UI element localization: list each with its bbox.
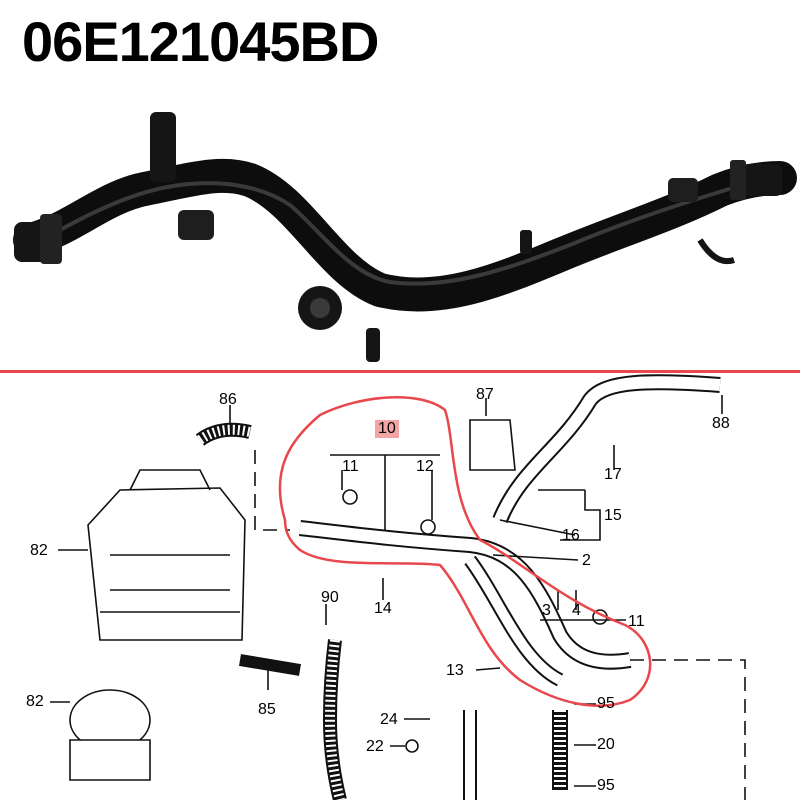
bracket-right xyxy=(668,178,698,202)
exploded-parts-diagram xyxy=(50,374,746,800)
part-number-title: 06E121045BD xyxy=(22,10,379,73)
hose-85 xyxy=(239,654,301,676)
callout-15: 15 xyxy=(604,507,622,524)
bracket-left xyxy=(178,210,214,240)
callout-95a: 95 xyxy=(597,695,615,712)
callout-85: 85 xyxy=(258,701,276,718)
callout-14: 14 xyxy=(374,600,392,617)
callout-22: 22 xyxy=(366,738,384,755)
callout-90: 90 xyxy=(321,589,339,606)
lower-spigot xyxy=(366,328,380,362)
mid-tab xyxy=(520,230,532,254)
callout-82b: 82 xyxy=(26,693,44,710)
callout-10: 10 xyxy=(375,420,399,438)
o-ring-22 xyxy=(405,739,419,753)
callout-24: 24 xyxy=(380,711,398,728)
upper-hose xyxy=(492,374,721,524)
tank-cap xyxy=(129,469,211,491)
callout-4: 4 xyxy=(572,602,581,619)
top-branch xyxy=(150,112,176,182)
callout-11b: 11 xyxy=(628,613,645,630)
callout-2: 2 xyxy=(582,552,591,569)
hook-right xyxy=(697,238,735,264)
o-ring-12 xyxy=(420,519,436,535)
expansion-tank xyxy=(87,487,246,641)
callout-88: 88 xyxy=(712,415,730,432)
callout-17: 17 xyxy=(604,466,622,483)
callout-87: 87 xyxy=(476,386,494,403)
callout-20: 20 xyxy=(597,736,615,753)
hose-86 xyxy=(195,422,252,446)
o-ring-11a xyxy=(342,489,358,505)
callout-82a: 82 xyxy=(30,542,48,559)
callout-13: 13 xyxy=(446,662,464,679)
thermostat-87 xyxy=(469,419,516,471)
pipe-body xyxy=(13,158,797,312)
callout-11a: 11 xyxy=(342,458,359,475)
callout-95b: 95 xyxy=(597,777,615,794)
left-clamp xyxy=(40,214,62,264)
callout-12: 12 xyxy=(416,458,434,475)
coolant-pipe-photo xyxy=(13,112,797,362)
red-divider-line xyxy=(0,370,800,373)
right-end-cap xyxy=(742,164,782,196)
callout-3: 3 xyxy=(542,602,551,619)
right-clamp xyxy=(730,160,746,200)
callout-86: 86 xyxy=(219,391,237,408)
callout-16: 16 xyxy=(562,527,580,544)
highlight-outline-part-10 xyxy=(278,396,652,707)
pipe-highlight xyxy=(58,178,762,286)
